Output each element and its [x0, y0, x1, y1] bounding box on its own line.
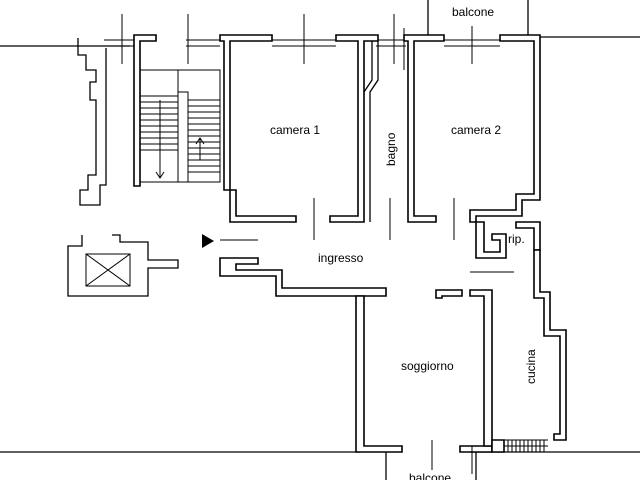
- balcony-label-top: balcone: [452, 5, 494, 19]
- room-label-ingresso: ingresso: [318, 251, 364, 265]
- bottom-balcony: [385, 452, 477, 480]
- building-outline: [0, 36, 640, 453]
- top-balcony: [427, 0, 529, 36]
- entrance-arrow-icon: [202, 234, 214, 248]
- room-label-cucina: cucina: [524, 349, 538, 384]
- left-structure: [77, 38, 107, 206]
- elevator: [67, 234, 179, 297]
- balcony-label-bottom: balcone: [409, 471, 451, 480]
- room-label-rip: rip.: [508, 232, 525, 246]
- room-label-camera1: camera 1: [270, 123, 320, 137]
- top-windows: [104, 14, 500, 70]
- staircase: [139, 69, 221, 183]
- room-label-bagno: bagno: [384, 132, 398, 166]
- room-label-camera2: camera 2: [451, 123, 501, 137]
- cucina-window: [504, 440, 548, 452]
- room-label-soggiorno: soggiorno: [401, 359, 454, 373]
- walls: [133, 34, 567, 453]
